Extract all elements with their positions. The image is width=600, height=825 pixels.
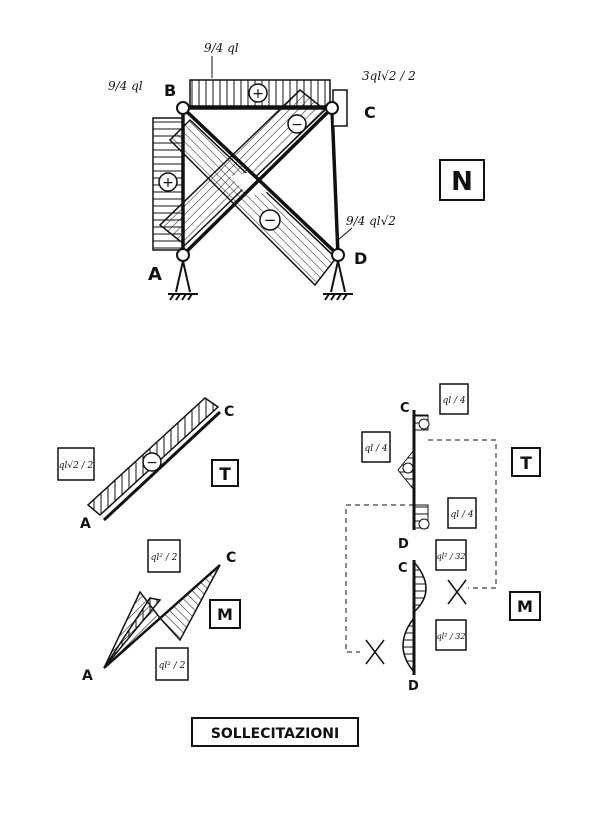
inclined-node-a-shear: A — [80, 516, 91, 532]
member-ac — [181, 106, 334, 257]
sign-ac: − — [291, 117, 303, 133]
vertical-node-d-shear: D — [398, 537, 409, 552]
inclined-member-diagrams: − A C ql√2 / 2 T A C ql² / 2 ql² / 2 M — [57, 397, 241, 684]
moment-label-box-right — [509, 591, 541, 621]
diagram-label-n-box — [439, 159, 485, 201]
vertical-moment-bottom-value: ql² / 32 — [437, 632, 466, 641]
value-right-bottom: 9/4 ql√2 — [346, 214, 396, 228]
inclined-moment-top-value: ql² / 2 — [151, 553, 178, 563]
node-label-b: B — [164, 81, 176, 100]
inclined-node-a-moment: A — [82, 668, 93, 684]
inclined-shear-value: ql√2 / 2 — [59, 460, 94, 471]
diagram-label-n: N — [451, 167, 473, 197]
inclined-member-shear — [102, 410, 222, 522]
vertical-moment-top-value: ql² / 32 — [437, 552, 466, 561]
value-top-load: 9/4 ql — [204, 41, 239, 55]
sign-circle-ab — [158, 172, 178, 192]
caption-text: SOLLECITAZIONI — [211, 726, 339, 742]
vertical-shear-top-value: ql / 4 — [442, 396, 465, 406]
sign-bc: + — [252, 86, 264, 102]
value-left-load: 9/4 ql — [108, 79, 143, 93]
node-label-a: A — [148, 264, 162, 285]
diagonal-ac-axial-band — [158, 89, 327, 246]
inclined-shear-sign: − — [146, 455, 158, 471]
member-bd — [181, 106, 340, 257]
value-right-top: 3ql√2 / 2 — [362, 69, 416, 83]
inclined-moment-lower-triangle — [103, 590, 162, 669]
hinge-b — [176, 101, 190, 115]
moment-label-left: M — [217, 605, 233, 624]
sign-circle-bc — [248, 83, 268, 103]
vertical-moment-upper-lobe — [413, 559, 427, 614]
dashed-guide-left — [345, 504, 414, 653]
vertical-node-c-shear: C — [400, 401, 410, 416]
vertical-moment-lower-lobe — [402, 615, 415, 675]
moment-label-box-left — [209, 599, 241, 629]
vertical-node-d-moment: D — [408, 679, 419, 694]
shear-label-box-right — [511, 447, 541, 477]
moment-label-right: M — [517, 597, 533, 616]
frame-members — [181, 106, 340, 257]
hinge-d — [331, 248, 345, 262]
dashed-guide-right — [428, 439, 497, 589]
support-a — [168, 260, 198, 301]
vertical-member-diagrams: C D ql / 4 ql / 4 ql / 4 T C D ql² / 32 … — [345, 383, 541, 694]
shear-label-right: T — [520, 454, 532, 474]
hinge-c — [325, 101, 339, 115]
sign-circle-bd — [259, 209, 281, 231]
vertical-shear-mid-value: ql / 4 — [364, 444, 387, 454]
inclined-moment-upper-triangle — [158, 564, 221, 642]
member-cd — [330, 106, 340, 257]
inclined-node-c-shear: C — [224, 404, 234, 420]
hinge-a — [176, 248, 190, 262]
node-label-c: C — [364, 103, 376, 122]
diagonal-bd-axial-band — [168, 118, 338, 287]
support-d — [323, 260, 353, 301]
sign-circle-ac — [287, 114, 307, 134]
node-label-d: D — [354, 249, 367, 268]
caption-box — [191, 717, 359, 747]
sign-ab: + — [162, 175, 174, 191]
inclined-shear-sign-circle — [142, 452, 162, 472]
shear-label-box-left — [211, 459, 239, 487]
inclined-node-c-moment: C — [226, 550, 236, 566]
axial-force-diagram: + + − − B C A D 9/4 ql 9/4 ql 3ql√2 / 2 … — [108, 41, 485, 301]
sign-bd: − — [264, 211, 277, 229]
vertical-shear-bottom-value: ql / 4 — [450, 510, 473, 520]
vertical-node-c-moment: C — [398, 561, 408, 576]
inclined-moment-bottom-value: ql² / 2 — [159, 661, 186, 671]
shear-label-left: T — [219, 465, 231, 485]
